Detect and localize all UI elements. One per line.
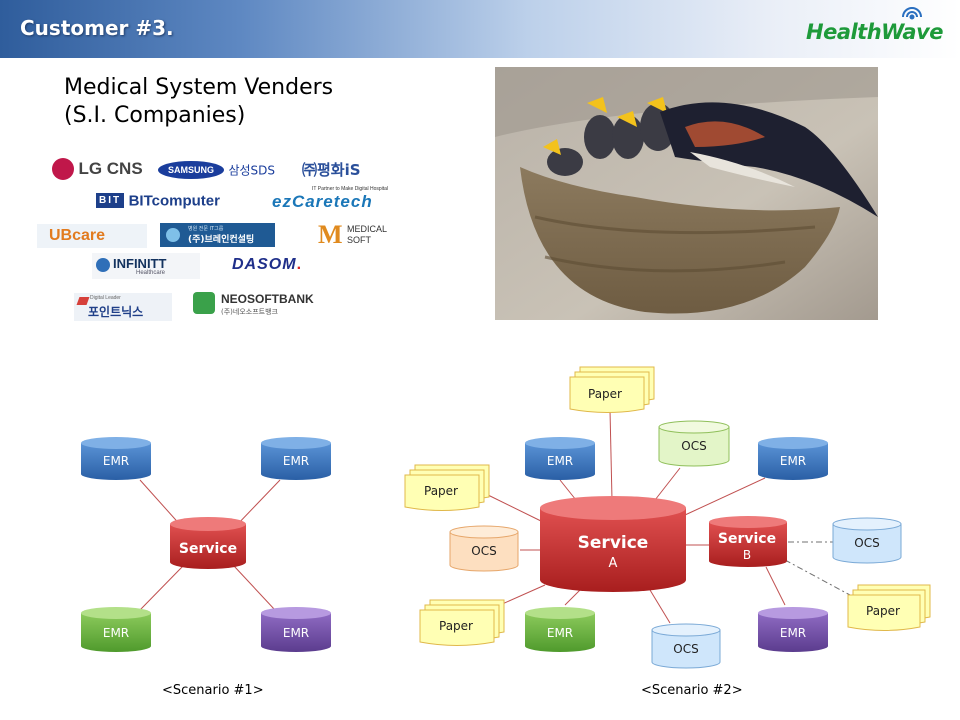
paper-label: Paper	[439, 619, 473, 633]
paper-label: Paper	[588, 387, 622, 401]
brain-tagline: 병원 전문 IT그룹	[188, 226, 224, 232]
scenario1-emr-bottom-left: EMR	[81, 607, 151, 652]
scenario1-emr-label: EMR	[283, 626, 309, 640]
scenario2-ocs-left: OCS	[449, 525, 519, 572]
pointnix-text: 포인트닉스	[88, 305, 144, 319]
scenario2-emr-top-left: EMR	[525, 437, 595, 480]
ocs-label: OCS	[681, 439, 706, 453]
infinitt-sub: Healthcare	[136, 270, 166, 276]
samsung-badge: SAMSUNG	[158, 161, 225, 179]
infinitt-text: INFINITT	[113, 256, 167, 271]
scenario1-caption: <Scenario #1>	[162, 683, 264, 698]
neosoft-text: NEOSOFTBANK	[221, 292, 314, 306]
neosoft-mark-icon	[193, 292, 215, 314]
logo-dasom: DASOM.	[232, 256, 301, 274]
dasom-dot: .	[296, 256, 302, 273]
neosoft-sub: (주)네오소프트뱅크	[221, 308, 278, 316]
ocs-label: OCS	[854, 536, 879, 550]
ezcare-text: ezCaretech	[272, 192, 373, 211]
logo-medical-soft: M MEDICAL SOFT	[318, 220, 397, 250]
scenario1-emr-label: EMR	[283, 454, 309, 468]
scenario2-ocs-bottom: OCS	[651, 623, 721, 669]
scenario2-service-b: Service B	[709, 516, 787, 567]
logo-pointnix: Digital Leader 포인트닉스	[74, 293, 172, 321]
brand-logo: HealthWave	[806, 20, 944, 44]
scenario1-emr-bottom-right: EMR	[261, 607, 331, 652]
headline-line2: (S.I. Companies)	[64, 103, 246, 128]
scenario1-connectors	[139, 479, 281, 611]
bit-badge: BIT	[96, 193, 125, 209]
logo-infinitt: INFINITT Healthcare	[92, 253, 200, 279]
scenario2-emr-top-right: EMR	[758, 437, 828, 480]
scenario1-emr-label: EMR	[103, 626, 129, 640]
scenario2-emr-bottom: EMR	[525, 607, 595, 652]
samsung-sds-text: 삼성SDS	[228, 163, 276, 178]
scenario2-connectors	[487, 409, 851, 624]
emr-label: EMR	[780, 626, 806, 640]
emr-label: EMR	[547, 626, 573, 640]
emr-label: EMR	[547, 454, 573, 468]
infinitt-globe-icon	[96, 258, 110, 272]
headline-line1: Medical System Venders	[64, 75, 334, 100]
scenario1-emr-top-right: EMR	[261, 437, 331, 480]
scenario2-paper-top: Paper	[569, 366, 655, 413]
medical-soft-mark: M	[318, 220, 343, 249]
logo-ezcaretech: IT Partner to Make Digital Hospital ezCa…	[272, 186, 388, 212]
scenario2-paper-bottom-left: Paper	[419, 599, 505, 646]
swallow-nest-photo	[495, 67, 878, 320]
slide-title: Customer #3.	[20, 16, 174, 40]
scenario2-paper-left: Paper	[404, 464, 490, 511]
scenario2-ocs-top: OCS	[658, 420, 730, 467]
service-b-sublabel: B	[743, 548, 751, 562]
service-a-sublabel: A	[609, 556, 618, 571]
logo-lgcns-text: LG CNS	[78, 159, 143, 178]
paper-label: Paper	[866, 604, 900, 618]
ocs-label: OCS	[673, 642, 698, 656]
paper-label: Paper	[424, 484, 458, 498]
medical-soft-text: MEDICAL SOFT	[347, 224, 387, 245]
scenario1-service-label: Service	[179, 541, 237, 557]
service-b-label: Service	[718, 531, 776, 547]
scenario2-service-a: Service A	[540, 496, 686, 592]
scenario1-service: Service	[170, 517, 246, 569]
slide-header: Customer #3. HealthWave	[0, 0, 960, 58]
lg-face-icon	[52, 158, 74, 180]
headline: Medical System Venders (S.I. Companies)	[64, 74, 333, 130]
logo-lgcns: LG CNS	[52, 158, 143, 180]
brain-text: (주)브레인컨설팅	[188, 235, 255, 245]
scenario2-caption: <Scenario #2>	[641, 683, 743, 698]
logo-bitcomputer: BIT BITcomputer	[96, 192, 220, 210]
logo-pyeonghwa: ㈜평화iS	[302, 161, 361, 179]
scenario2-paper-right: Paper	[847, 584, 931, 631]
service-a-label: Service	[578, 533, 649, 553]
logo-brain-consulting: 병원 전문 IT그룹 (주)브레인컨설팅	[160, 223, 275, 247]
pointnix-tagline: Digital Leader	[90, 295, 121, 301]
scenario1-emr-label: EMR	[103, 454, 129, 468]
scenario2-ocs-right: OCS	[832, 517, 902, 564]
ezcare-tagline: IT Partner to Make Digital Hospital	[312, 186, 389, 192]
logo-ubcare: UBcare	[37, 224, 147, 248]
brain-leaf-icon	[166, 228, 180, 242]
ocs-label: OCS	[471, 544, 496, 558]
wave-signal-icon	[902, 7, 922, 20]
scenario2-emr-bottom-right: EMR	[758, 607, 828, 652]
scenario1-emr-top-left: EMR	[81, 437, 151, 480]
dasom-text: DASOM	[232, 256, 297, 273]
ubcare-text: UBcare	[49, 227, 106, 244]
bit-text: BITcomputer	[128, 192, 220, 210]
logo-samsung-sds: SAMSUNG 삼성SDS	[158, 161, 275, 179]
emr-label: EMR	[780, 454, 806, 468]
